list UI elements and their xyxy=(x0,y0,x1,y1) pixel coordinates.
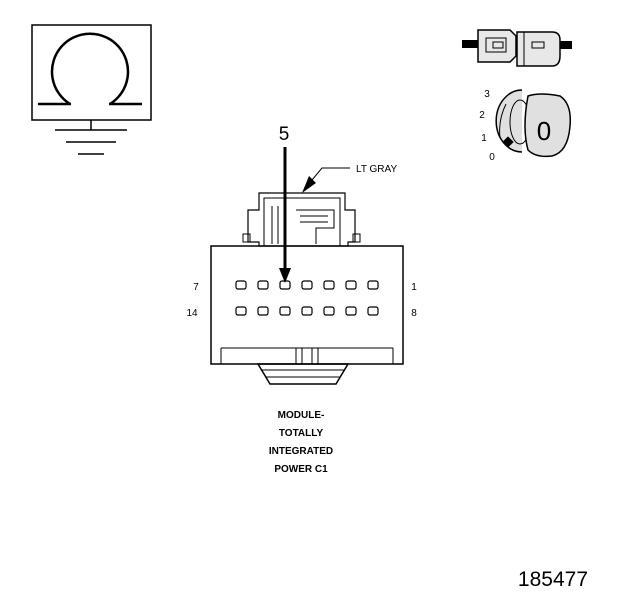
ground-icon xyxy=(55,120,127,155)
caption-line-2: TOTALLY xyxy=(279,428,324,439)
pin-bottom-cavity xyxy=(301,306,313,316)
pin-top-cavity xyxy=(367,280,379,290)
pin-top-cavity xyxy=(323,280,335,290)
pin-top-cavity xyxy=(235,280,247,290)
caption-line-1: MODULE- xyxy=(278,410,325,421)
callout-pin-number: 5 xyxy=(279,124,290,145)
pin-label-8: 8 xyxy=(411,308,417,319)
wire-color-leader xyxy=(302,167,350,193)
pin-row-top xyxy=(235,280,379,290)
ohm-symbol xyxy=(31,24,152,155)
pin-bottom-cavity xyxy=(257,306,269,316)
pin-top-cavity xyxy=(345,280,357,290)
caption-line-4: POWER C1 xyxy=(274,464,328,475)
connector-body xyxy=(210,192,404,385)
caption-line-3: INTEGRATED xyxy=(269,446,333,457)
key-position-1: 1 xyxy=(481,133,487,144)
pin-top-cavity xyxy=(301,280,313,290)
pin-callout-arrow xyxy=(279,147,291,283)
key-position-2: 2 xyxy=(479,110,485,121)
key-position-label: 0 xyxy=(537,116,551,146)
pin-bottom-cavity xyxy=(279,306,291,316)
pin-label-7: 7 xyxy=(193,282,199,293)
key-position-0: 0 xyxy=(489,152,495,163)
pin-label-14: 14 xyxy=(186,308,198,319)
pin-bottom-cavity xyxy=(323,306,335,316)
ohm-icon xyxy=(38,32,142,106)
pin-bottom-cavity xyxy=(235,306,247,316)
figure-number: 185477 xyxy=(518,568,588,591)
pin-label-1: 1 xyxy=(411,282,417,293)
ignition-key-icon: 0 3 2 1 0 xyxy=(479,89,572,163)
wire-color-label: LT GRAY xyxy=(356,164,397,175)
key-position-3: 3 xyxy=(484,89,490,100)
connector-pair-icon xyxy=(462,29,572,67)
pin-bottom-cavity xyxy=(345,306,357,316)
pin-bottom-cavity xyxy=(367,306,379,316)
pin-top-cavity xyxy=(257,280,269,290)
pin-row-bottom xyxy=(235,306,379,316)
